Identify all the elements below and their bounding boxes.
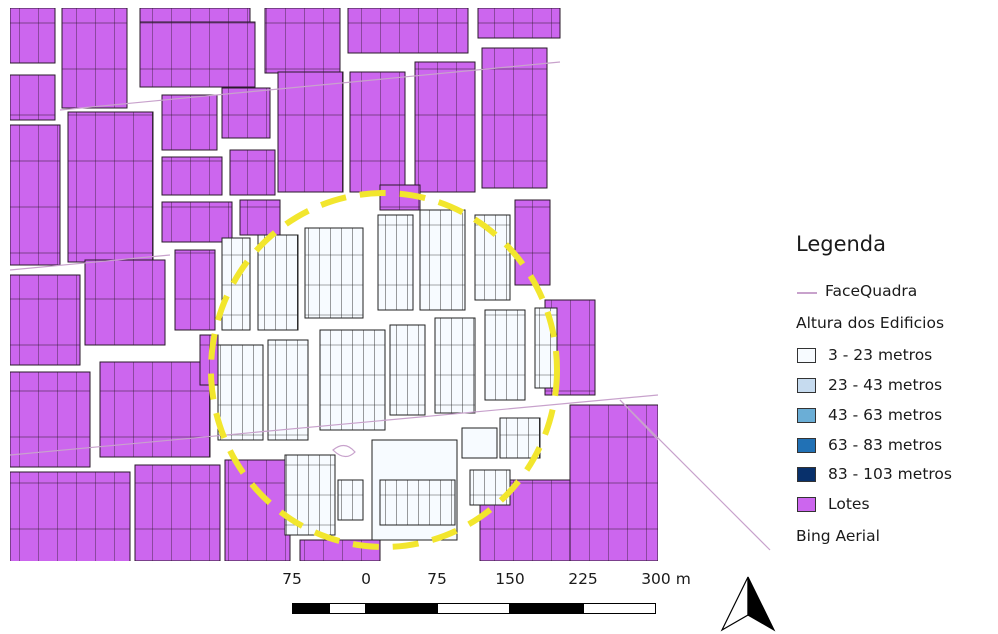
- lots-label: Lotes: [828, 495, 870, 513]
- legend-title: Legenda: [796, 232, 887, 256]
- basemap-label: Bing Aerial: [796, 527, 880, 545]
- scale-segment: [292, 603, 329, 614]
- height-class-4-swatch: [797, 438, 816, 453]
- height-class-1-swatch: [797, 348, 816, 363]
- scale-label-225: 225: [568, 570, 598, 588]
- scale-segment: [583, 603, 656, 614]
- lots-layer: [10, 8, 658, 561]
- scale-label-zero: 0: [361, 570, 371, 588]
- face-quadra-edge-line: [619, 399, 771, 551]
- scale-segment: [437, 603, 510, 614]
- scale-label-300: 300 m: [641, 570, 691, 588]
- scale-label-150: 150: [495, 570, 525, 588]
- scale-segment: [366, 603, 437, 614]
- height-class-2-swatch: [797, 378, 816, 393]
- scale-segment: [329, 603, 366, 614]
- height-class-3-swatch: [797, 408, 816, 423]
- buildings-layer: [217, 209, 558, 541]
- study-area-circle: [208, 190, 560, 550]
- lots-swatch: [797, 497, 816, 512]
- height-class-3-label: 43 - 63 metros: [828, 406, 943, 424]
- height-class-4-label: 63 - 83 metros: [828, 436, 943, 454]
- scale-label-75: 75: [427, 570, 447, 588]
- building-height-group-label: Altura dos Edificios: [796, 314, 945, 332]
- height-class-5-label: 83 - 103 metros: [828, 465, 952, 483]
- scale-label-left: 75: [282, 570, 302, 588]
- height-class-1-label: 3 - 23 metros: [828, 346, 933, 364]
- height-class-5-swatch: [797, 467, 816, 482]
- north-arrow-icon: [720, 576, 776, 632]
- height-class-2-label: 23 - 43 metros: [828, 376, 943, 394]
- scale-segment: [510, 603, 583, 614]
- face-quadra-swatch: [797, 292, 817, 294]
- face-quadra-label: FaceQuadra: [825, 282, 918, 300]
